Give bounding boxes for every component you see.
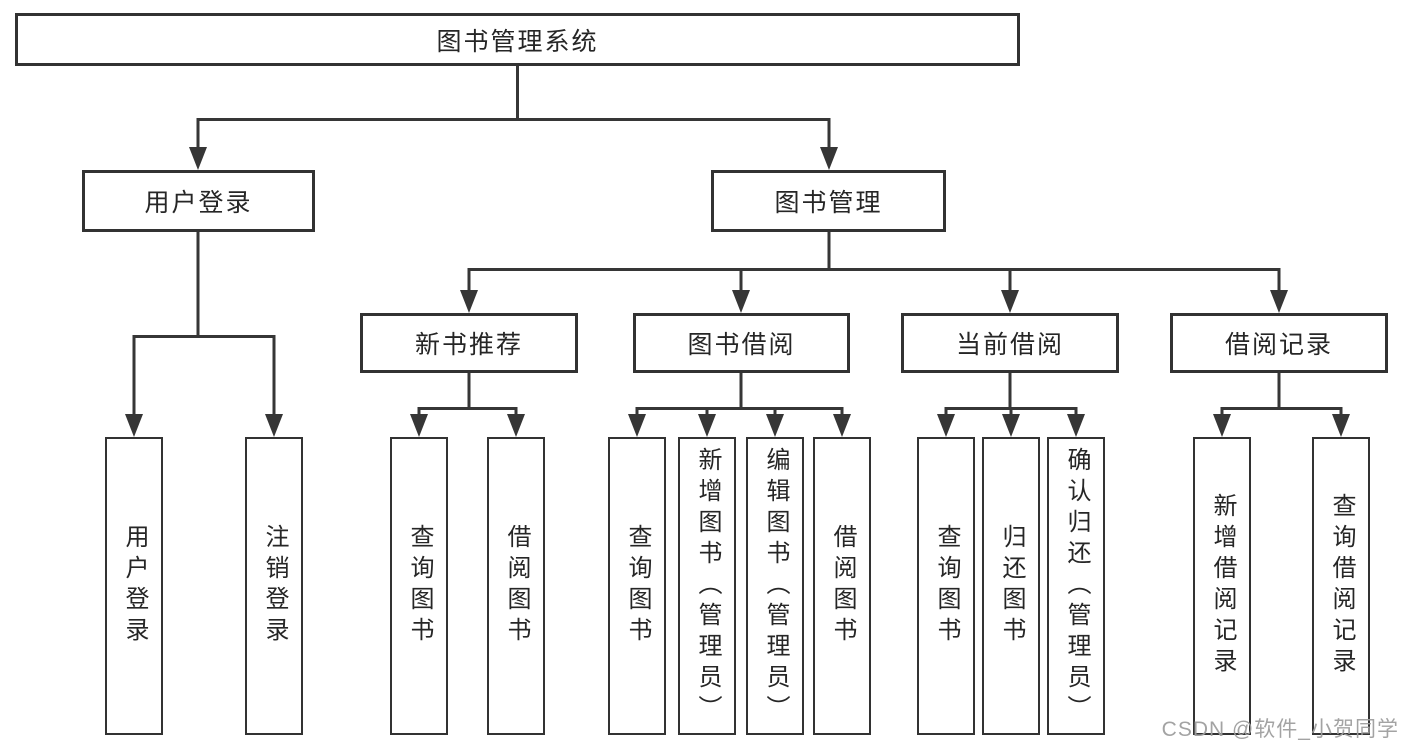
- leaf-borrow-borrow-books: 借阅图书: [813, 437, 871, 735]
- node-label: 新增借阅记录: [1209, 493, 1236, 679]
- arrowheads-borrow-leaves: [628, 414, 851, 437]
- node-label: 用户登录: [121, 524, 148, 648]
- arrowheads-records-leaves: [1213, 414, 1350, 437]
- node-label: 编辑图书（管理员）: [762, 446, 789, 726]
- leaf-newbook-query-books: 查询图书: [390, 437, 448, 735]
- leaf-user-login: 用户登录: [105, 437, 163, 735]
- leaf-borrow-query-books: 查询图书: [608, 437, 666, 735]
- node-label: 新增图书（管理员）: [694, 446, 721, 726]
- node-new-book-recommend: 新书推荐: [360, 313, 578, 373]
- node-library-management-system: 图书管理系统: [15, 13, 1020, 66]
- connector-bookmgmt-to-level3: [467, 232, 1281, 291]
- node-label: 查询图书: [933, 524, 960, 648]
- connector-records-to-leaves: [1220, 373, 1343, 415]
- leaf-records-query-record: 查询借阅记录: [1312, 437, 1370, 735]
- arrowheads-newbook-leaves: [410, 414, 525, 437]
- node-label: 借阅图书: [503, 524, 530, 648]
- node-label: 查询图书: [406, 524, 433, 648]
- leaf-current-return-books: 归还图书: [982, 437, 1040, 735]
- leaf-current-confirm-return-admin: 确认归还（管理员）: [1047, 437, 1105, 735]
- csdn-watermark: CSDN @软件_小贺同学: [1161, 718, 1399, 741]
- arrowheads-current-leaves: [937, 414, 1085, 437]
- node-label: 当前借阅: [955, 331, 1064, 359]
- leaf-current-query-books: 查询图书: [917, 437, 975, 735]
- node-label: 用户登录: [144, 189, 253, 217]
- node-label: 借阅图书: [829, 524, 856, 648]
- connector-newbook-to-leaves: [417, 373, 518, 415]
- node-label: 确认归还（管理员）: [1063, 446, 1090, 726]
- arrowheads-level2: [189, 147, 838, 170]
- connector-current-to-leaves: [944, 373, 1078, 415]
- node-book-management: 图书管理: [711, 170, 946, 232]
- connector-root-to-level2: [196, 66, 831, 148]
- connector-userlogin-to-leaves: [132, 232, 276, 415]
- leaf-newbook-borrow-books: 借阅图书: [487, 437, 545, 735]
- node-label: 图书管理: [774, 189, 883, 217]
- node-label: 新书推荐: [414, 331, 523, 359]
- arrowheads-level3: [460, 290, 1288, 313]
- leaf-borrow-add-books-admin: 新增图书（管理员）: [678, 437, 736, 735]
- node-label: 查询借阅记录: [1328, 493, 1355, 679]
- node-label: 注销登录: [261, 524, 288, 648]
- leaf-borrow-edit-books-admin: 编辑图书（管理员）: [746, 437, 804, 735]
- node-label: 图书借阅: [687, 331, 796, 359]
- node-user-login: 用户登录: [82, 170, 315, 232]
- leaf-records-add-record: 新增借阅记录: [1193, 437, 1251, 735]
- node-label: 查询图书: [624, 524, 651, 648]
- connector-borrow-to-leaves: [635, 373, 844, 415]
- node-current-borrowing: 当前借阅: [901, 313, 1119, 373]
- leaf-logout: 注销登录: [245, 437, 303, 735]
- arrowheads-userlogin-leaves: [125, 414, 283, 437]
- node-book-borrowing: 图书借阅: [633, 313, 850, 373]
- node-label: 归还图书: [998, 524, 1025, 648]
- node-label: 图书管理系统: [436, 27, 599, 56]
- node-label: 借阅记录: [1224, 331, 1333, 359]
- node-borrowing-records: 借阅记录: [1170, 313, 1388, 373]
